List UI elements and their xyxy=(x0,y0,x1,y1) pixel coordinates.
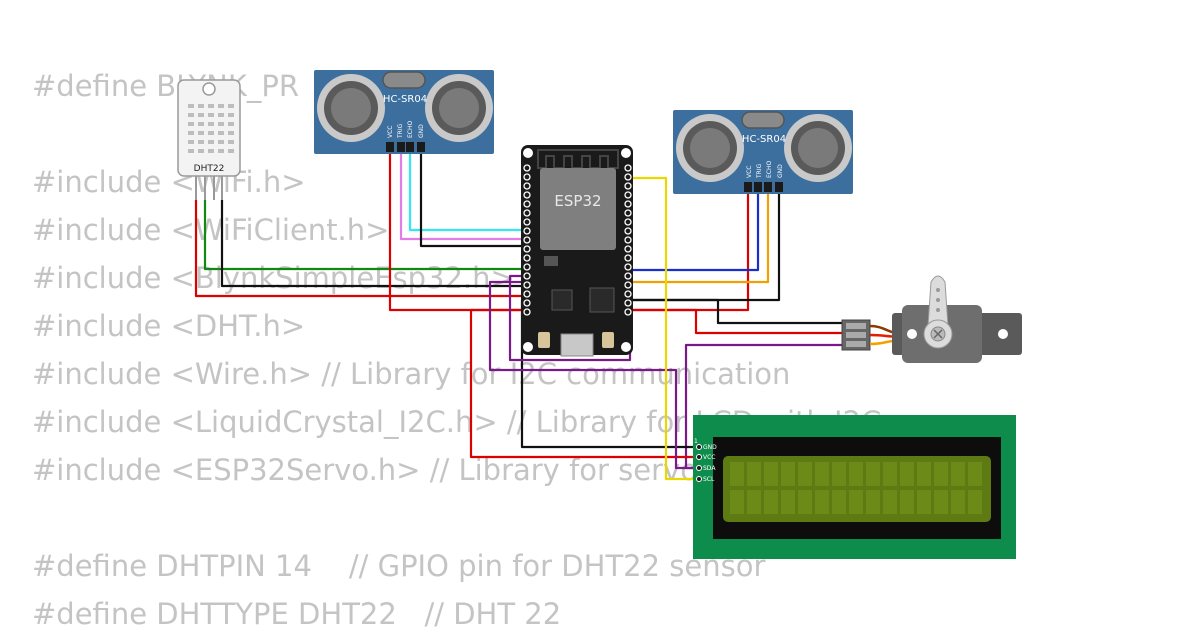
servo-motor[interactable] xyxy=(841,275,1022,363)
ultrasonic-sensor-left[interactable]: HC-SR04 VCC TRIG ECHO GND xyxy=(314,70,494,154)
dht22-label: DHT22 xyxy=(194,164,225,174)
us1-pin-gnd-label: GND xyxy=(418,124,425,138)
us2-pin-gnd-label: GND xyxy=(777,164,784,178)
ultrasonic-left-label: HC-SR04 xyxy=(383,94,427,105)
wire-lcd-sda xyxy=(488,280,697,470)
code-editor-background: #define BLYNK_PR#include <WiFi.h>#includ… xyxy=(32,0,1192,630)
wire-dht-vcc xyxy=(194,200,522,298)
lcd-pin-index-label: 1 xyxy=(694,438,698,445)
wire-us2-echo xyxy=(630,190,770,284)
us1-pin-trig-label: TRIG xyxy=(397,123,404,139)
wire-servo-gnd xyxy=(630,298,845,325)
dht22-sensor[interactable]: DHT22 xyxy=(177,79,241,200)
code-line: #define DHTPIN 14 // GPIO pin for DHT22 … xyxy=(32,549,766,583)
us1-pin-vcc-label: VCC xyxy=(387,126,394,138)
esp32-label: ESP32 xyxy=(554,192,601,210)
code-line: #include <DHT.h> xyxy=(32,309,306,343)
us2-pin-echo-label: ECHO xyxy=(766,161,773,178)
code-line: #include <Wire.h> // Library for I2C com… xyxy=(32,357,791,391)
us2-pin-vcc-label: VCC xyxy=(746,166,753,178)
lcd-pin-sda-label: SDA xyxy=(703,465,716,472)
us2-pin-trig-label: TRIG xyxy=(756,163,763,179)
code-line: #include <WiFiClient.h> xyxy=(32,213,390,247)
code-line: #include <ESP32Servo.h> // Library for s… xyxy=(32,453,698,487)
wire-us2-vcc xyxy=(630,190,750,312)
code-line: #define DHTTYPE DHT22 // DHT 22 xyxy=(32,597,562,631)
wire-servo-vcc xyxy=(630,308,845,335)
esp32-board[interactable]: ESP32 xyxy=(521,145,633,357)
us1-pin-echo-label: ECHO xyxy=(407,121,414,138)
wire-lcd-scl xyxy=(630,176,697,481)
wire-lcd-vcc xyxy=(469,308,697,459)
wire-dht-gnd xyxy=(220,200,522,288)
ultrasonic-right-label: HC-SR04 xyxy=(742,134,786,145)
ultrasonic-sensor-right[interactable]: HC-SR04 VCC TRIG ECHO GND xyxy=(673,110,853,194)
lcd-pin-vcc-label: VCC xyxy=(703,454,715,461)
wire-us2-gnd xyxy=(630,190,781,302)
wire-dht-data xyxy=(203,200,522,271)
lcd-display[interactable]: 1 GND VCC SDA SCL xyxy=(693,415,1016,559)
lcd-pin-gnd-label: GND xyxy=(703,444,717,451)
lcd-pin-scl-label: SCL xyxy=(703,476,715,483)
wire-us2-trig xyxy=(630,190,760,272)
